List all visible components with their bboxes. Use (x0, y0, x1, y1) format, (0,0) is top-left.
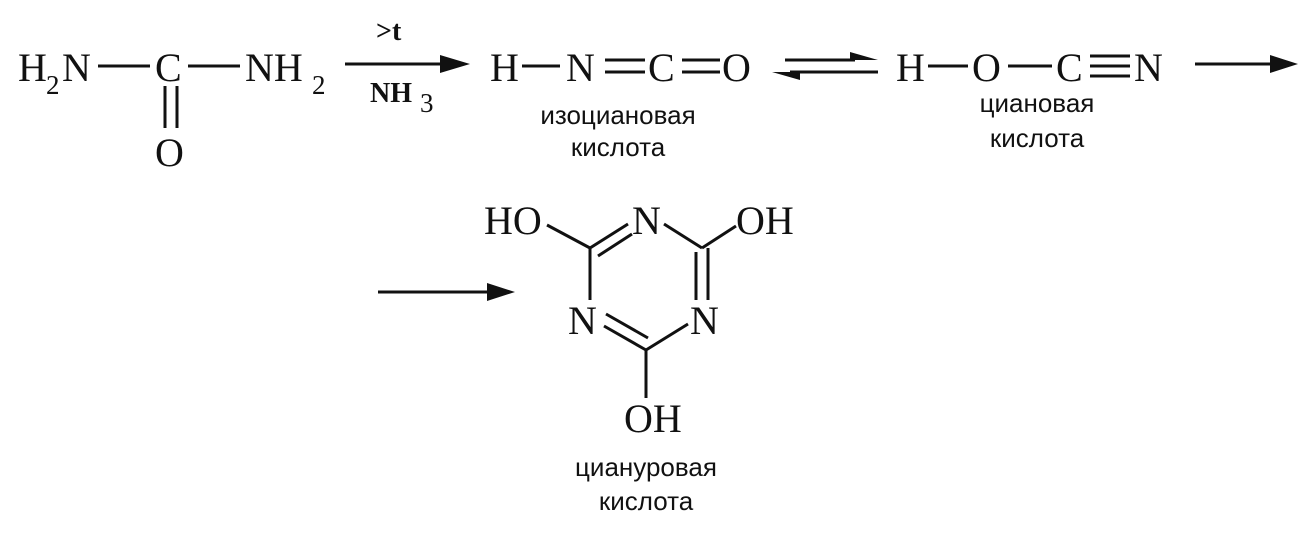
cyanuric-bond-ho-c (546, 223, 591, 250)
urea-sub-2-right: 2 (312, 70, 326, 100)
cyanuric-oh-right: OH (736, 198, 794, 243)
arrow-1-head (440, 55, 470, 73)
arrow-3-head (487, 283, 515, 301)
isocyanic-name-line-2: кислота (571, 132, 666, 162)
cyanuric-name-line-2: кислота (599, 486, 694, 516)
reaction-arrow-2 (1195, 55, 1298, 73)
cyanuric-double-n-left-c-b (605, 312, 649, 340)
equilibrium-arrows (772, 52, 878, 80)
isocyanic-o: O (722, 45, 751, 90)
arrow-2-head (1270, 55, 1298, 73)
urea-molecule: H 2 N C NH 2 O (18, 45, 326, 175)
cyanic-n: N (1134, 45, 1163, 90)
reaction-arrow-3 (378, 283, 515, 301)
condition-heat: >t (376, 16, 402, 47)
condition-ammonia-sub: 3 (420, 88, 434, 118)
cyanic-name-line-1: циановая (980, 88, 1095, 118)
equilibrium-forward-head (850, 52, 878, 60)
cyanuric-double-c-n-top-a (589, 222, 629, 250)
condition-ammonia: NH (370, 78, 412, 109)
cyanuric-n-top: N (632, 198, 661, 243)
cyanic-name-line-2: кислота (990, 123, 1085, 153)
cyanuric-bond-n-top-c (663, 222, 703, 250)
isocyanic-h: H (490, 45, 519, 90)
urea-carbon: C (155, 45, 182, 90)
cyanic-h: H (896, 45, 925, 90)
cyanic-c: C (1056, 45, 1083, 90)
cyanuric-oh-bottom: OH (624, 396, 682, 441)
urea-h-left: H (18, 45, 47, 90)
cyanic-o: O (972, 45, 1001, 90)
isocyanic-c: C (648, 45, 675, 90)
cyanuric-ho-left: HO (484, 198, 542, 243)
reaction-arrow-1: >t NH 3 (345, 16, 470, 118)
urea-sub-2-left: 2 (46, 70, 60, 100)
isocyanic-name-line-1: изоциановая (540, 100, 695, 130)
cyanuric-acid-molecule: HO N OH N N OH циануровая кислота (484, 198, 794, 516)
urea-n-left: N (62, 45, 91, 90)
urea-nh-right: NH (245, 45, 303, 90)
isocyanic-n: N (566, 45, 595, 90)
urea-oxygen: O (155, 130, 184, 175)
isocyanic-acid-molecule: H N C O изоциановая кислота (490, 45, 751, 162)
equilibrium-back-head (772, 72, 800, 80)
cyanuric-double-n-left-c-a (603, 324, 647, 352)
cyanuric-name-line-1: циануровая (575, 452, 717, 482)
cyanuric-n-right: N (690, 298, 719, 343)
cyanuric-n-left: N (568, 298, 597, 343)
cyanic-acid-molecule: H O C N циановая кислота (896, 45, 1163, 153)
cyanuric-bond-c-oh-right (701, 224, 737, 250)
cyanuric-double-c-n-top-b (597, 232, 633, 258)
cyanuric-bond-c-n-right (645, 322, 689, 352)
